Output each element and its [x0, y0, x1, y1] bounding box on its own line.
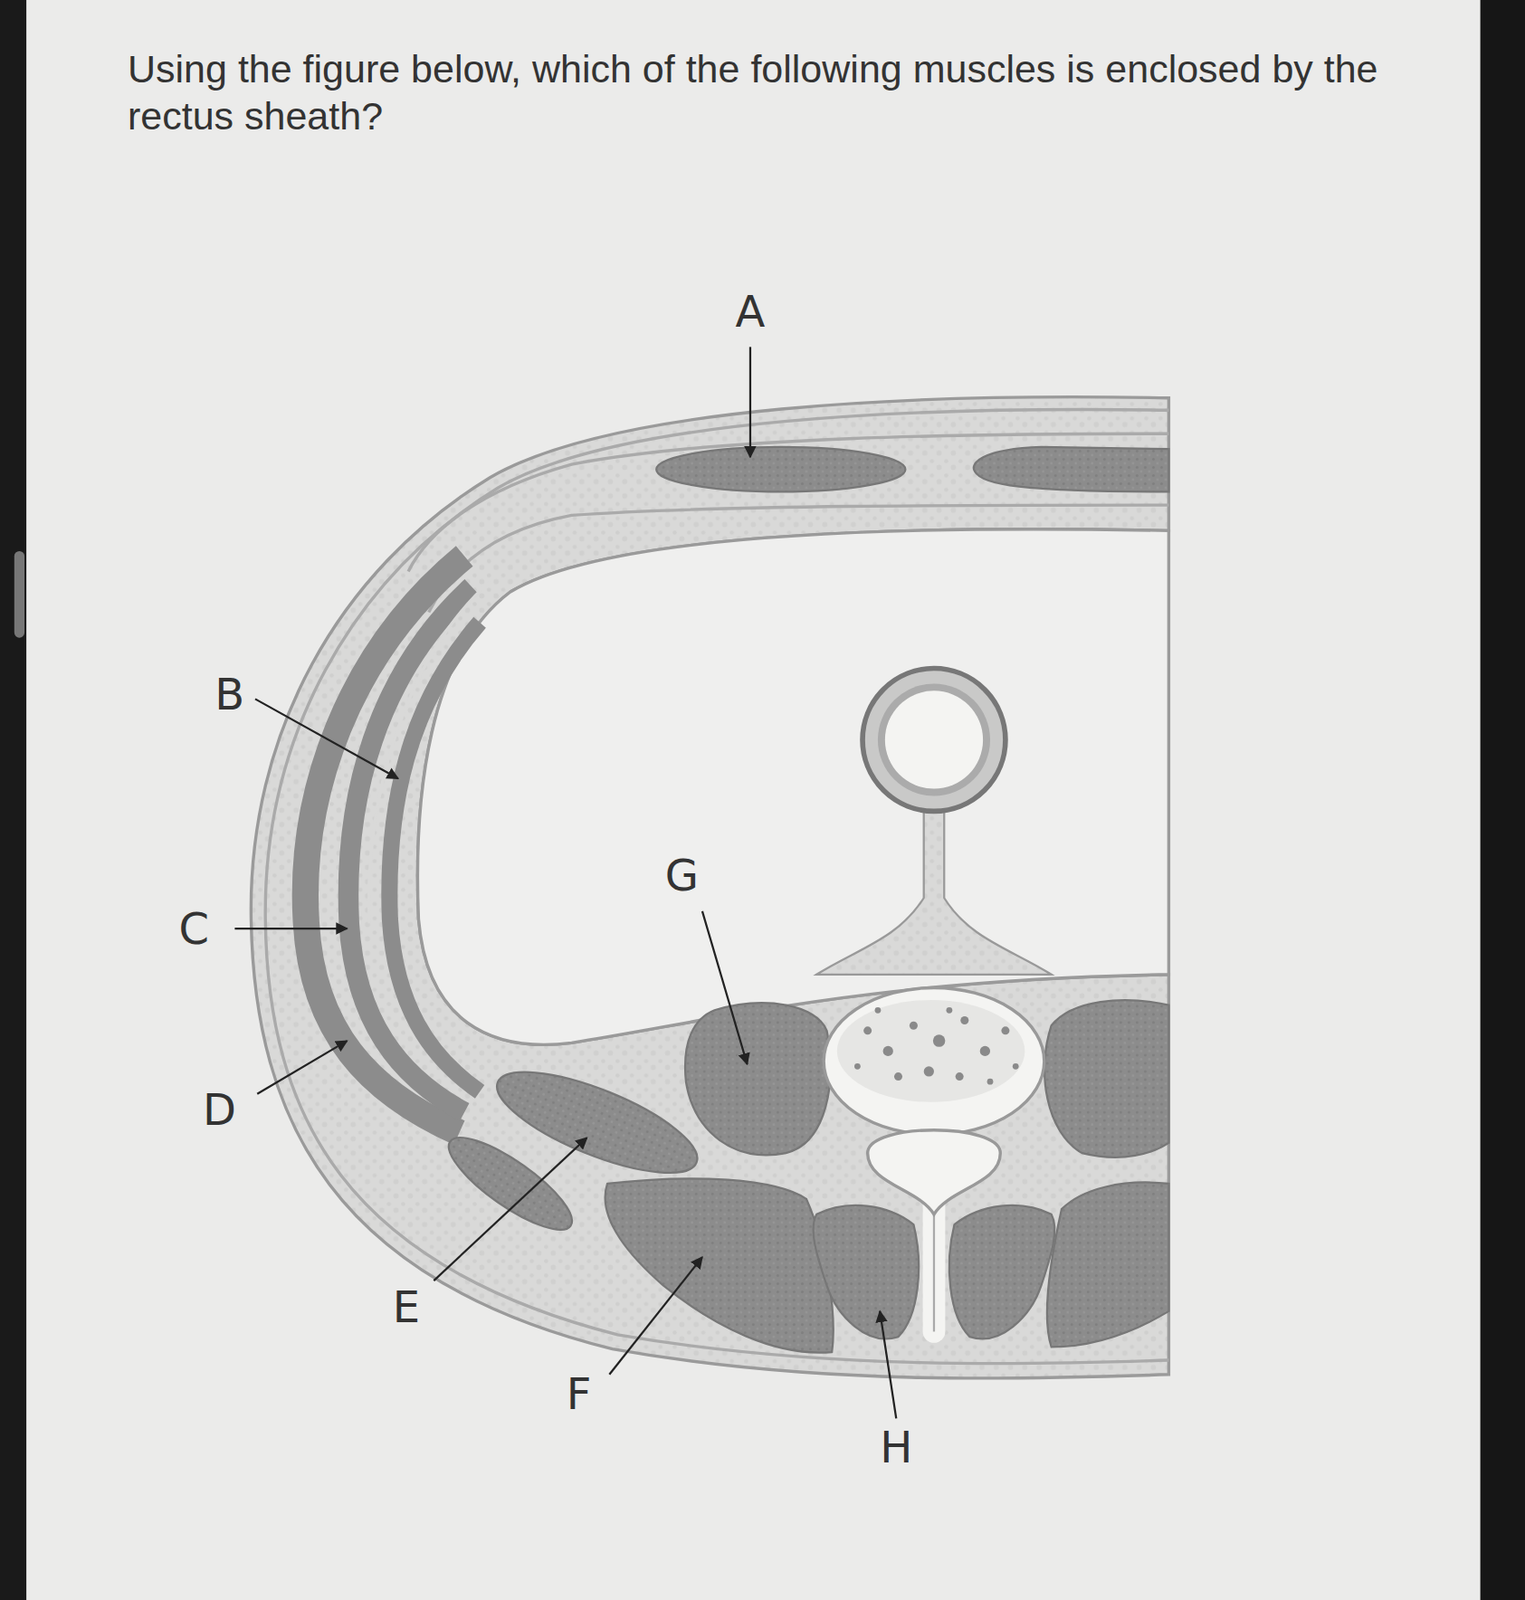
callout-letter: A — [735, 289, 766, 334]
callout-letter: D — [202, 1087, 237, 1132]
callout-letter: C — [179, 906, 210, 951]
callout-letter: G — [665, 853, 699, 897]
callout-letter: B — [214, 672, 245, 716]
question-title: Using the figure below, which of the fol… — [127, 45, 1404, 141]
callout-letter: E — [392, 1285, 420, 1329]
callout-letter: H — [879, 1425, 913, 1469]
callout-letter: F — [566, 1372, 592, 1416]
